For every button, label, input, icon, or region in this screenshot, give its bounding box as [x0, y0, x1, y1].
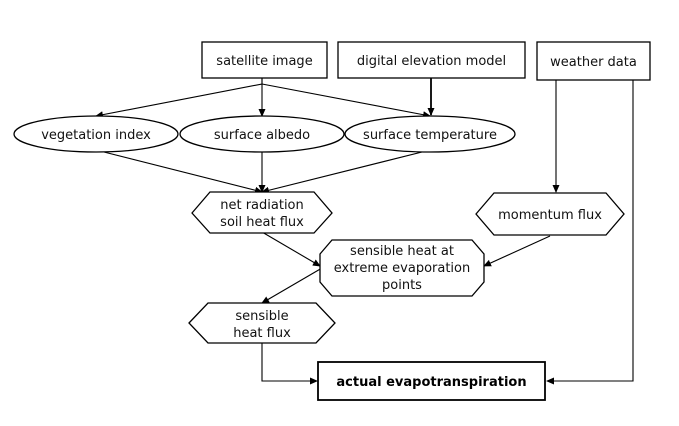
surface-temperature-label: surface temperature: [363, 128, 497, 143]
satellite-image-label: satellite image: [216, 54, 312, 69]
sensible-label: sensible: [235, 309, 288, 324]
points-label: points: [382, 278, 422, 293]
node-surface-temperature: surface temperature: [344, 115, 516, 153]
node-net-radiation: net radiation soil heat flux: [191, 191, 333, 234]
edges: [95, 78, 634, 385]
momentum-flux-label: momentum flux: [498, 208, 602, 223]
node-digital-elevation-model: digital elevation model: [337, 41, 526, 79]
node-sensible-heat-flux: sensible heat flux: [188, 302, 336, 344]
edge-vegetation-index-to-net-radiation: [95, 149, 263, 194]
vegetation-index-label: vegetation index: [41, 128, 151, 143]
edge-surface-temperature-to-net-radiation: [261, 149, 431, 194]
node-momentum-flux: momentum flux: [475, 192, 625, 236]
edge-momentum-flux-to-sensible-heat-extreme: [483, 235, 551, 267]
edge-satellite-to-vegetation-index: [95, 78, 263, 119]
soil-heat-flux-label: soil heat flux: [220, 215, 304, 230]
heat-flux-label: heat flux: [233, 326, 291, 341]
surface-albedo-label: surface albedo: [214, 128, 310, 143]
edge-sensible-heat-flux-to-actual-et: [261, 343, 318, 385]
node-satellite-image: satellite image: [201, 41, 328, 79]
extreme-evaporation-label: extreme evaporation: [334, 261, 471, 276]
node-sensible-heat-extreme: sensible heat at extreme evaporation poi…: [319, 239, 485, 297]
edge-net-radiation-to-sensible-heat-extreme: [261, 231, 321, 267]
node-surface-albedo: surface albedo: [179, 115, 345, 153]
sensible-heat-at-label: sensible heat at: [350, 244, 454, 259]
edge-satellite-to-surface-temperature: [261, 83, 431, 119]
edge-sensible-heat-extreme-to-sensible-heat-flux: [261, 267, 323, 304]
actual-evapotranspiration-label: actual evapotranspiration: [336, 375, 526, 390]
edge-weather-to-actual-et: [546, 80, 634, 385]
node-vegetation-index: vegetation index: [13, 115, 179, 153]
digital-elevation-model-label: digital elevation model: [357, 54, 506, 69]
net-radiation-label: net radiation: [220, 198, 304, 213]
node-weather-data: weather data: [536, 41, 651, 81]
weather-data-label: weather data: [550, 55, 637, 70]
node-actual-evapotranspiration: actual evapotranspiration: [317, 361, 546, 401]
